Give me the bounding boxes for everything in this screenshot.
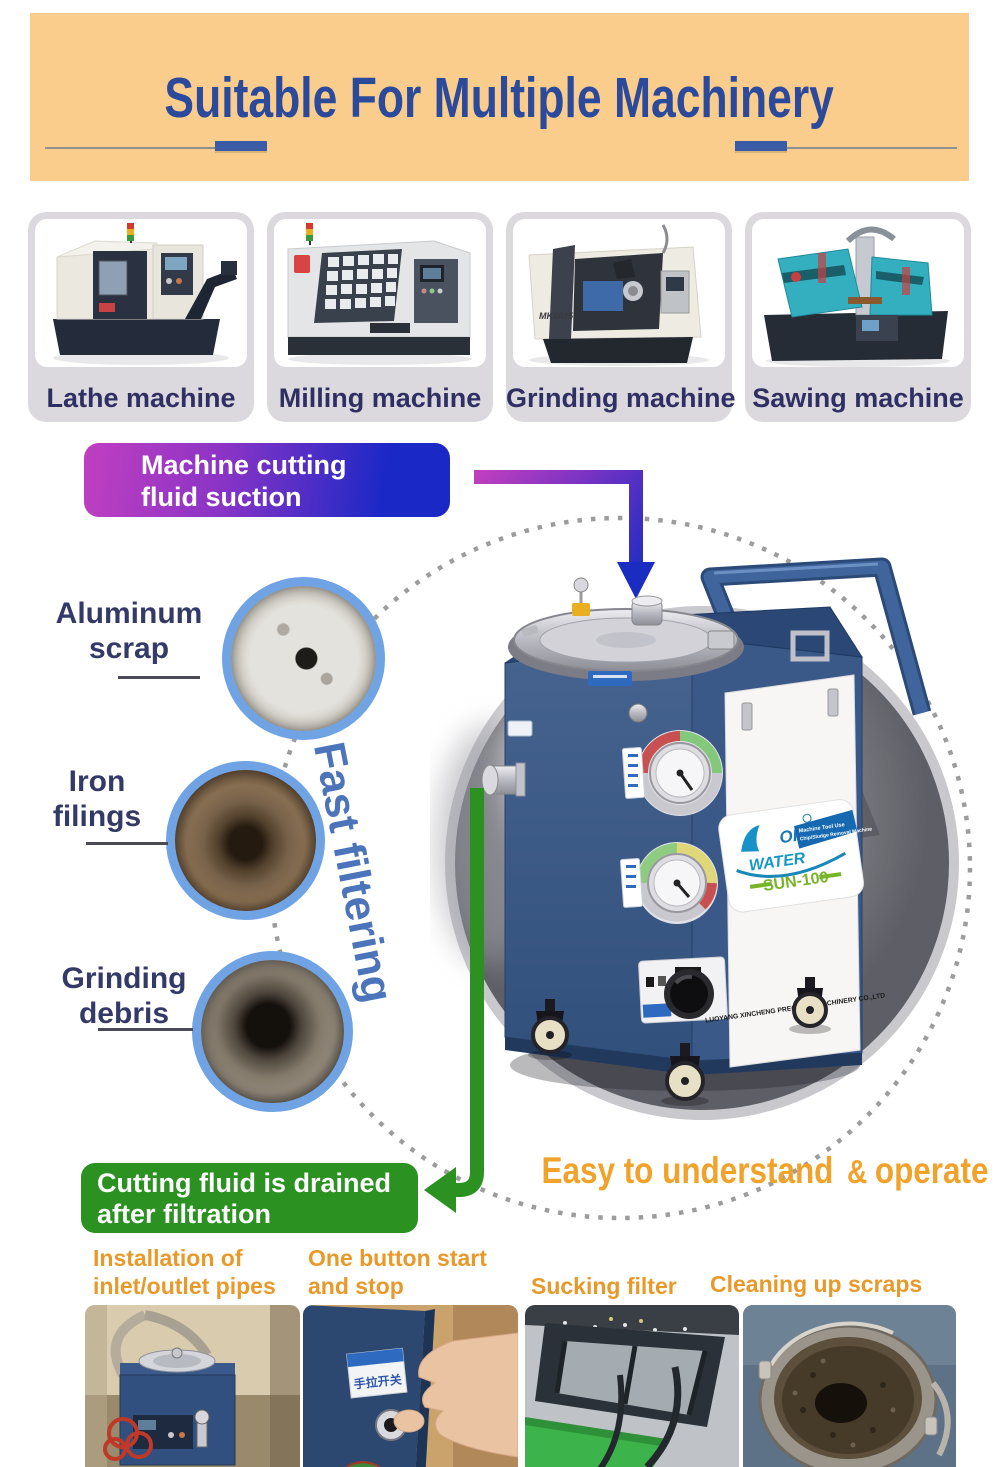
machine-card-grinding: MK6025 Grinding machine — [506, 212, 736, 422]
feature-photo-button: 手拉开关 — [303, 1305, 518, 1467]
headline-ampersand: & — [846, 1153, 868, 1190]
machine-card-label: Sawing machine — [752, 383, 964, 413]
sawing-machine-photo — [752, 219, 964, 367]
arrow-down-icon — [617, 562, 655, 599]
brand-ribbon — [794, 809, 858, 849]
control-knob — [638, 956, 728, 1024]
drain-banner: Cutting fluid is drained after filtratio… — [81, 1163, 418, 1233]
feature-photo-filter — [525, 1305, 739, 1467]
headline-part1: Easy to understand — [541, 1150, 834, 1191]
caster-wheel — [789, 977, 831, 1034]
feature-photo-scraps — [743, 1305, 956, 1467]
header-dash-right — [735, 141, 787, 151]
drain-banner-line2: after filtration — [97, 1199, 272, 1229]
label-underline — [118, 676, 200, 679]
hand — [418, 1332, 518, 1458]
machine-card-lathe: Lathe machine — [28, 212, 254, 422]
feature-label-button: One button start and stop — [308, 1245, 487, 1299]
lathe-machine-photo — [35, 219, 247, 367]
suction-banner-line2: fluid suction — [141, 482, 302, 512]
pressure-gauge-2 — [636, 842, 718, 924]
easy-headline: Easy to understand & operate — [542, 1150, 989, 1192]
suction-banner: Machine cutting fluid suction — [84, 443, 450, 517]
caster-wheel — [528, 999, 572, 1060]
label-underline — [98, 1028, 193, 1031]
suction-banner-line1: Machine cutting — [141, 450, 347, 480]
brand-sticker: OIL WATER Machine Tool Use Chip/Sludge R… — [718, 799, 873, 913]
bucket-handle — [930, 1381, 951, 1457]
flow-dashed-circle — [267, 515, 973, 1221]
debris-photo-aluminum-scrap — [222, 577, 385, 740]
label-underline — [86, 842, 168, 845]
suction-flow-arrow — [474, 470, 643, 566]
machine-card-label: Lathe machine — [46, 383, 236, 413]
manual-switch-text: 手拉开关 — [353, 1372, 402, 1392]
grinding-machine-photo: MK6025 — [513, 219, 725, 367]
milling-machine-photo — [274, 219, 486, 367]
product-photo: OIL WATER Machine Tool Use Chip/Sludge R… — [435, 557, 959, 1120]
manual-switch-sticker: 手拉开关 — [346, 1347, 408, 1399]
drain-banner-line1: Cutting fluid is drained — [97, 1168, 391, 1198]
machine-card-sawing: Sawing machine — [745, 212, 971, 422]
grinding-model-text: MK6025 — [539, 311, 574, 321]
side-inlet-fitting — [481, 762, 526, 797]
debris-label-aluminum-scrap: Aluminum scrap — [55, 597, 203, 665]
header-underline-right — [787, 147, 957, 149]
header-banner: Suitable For Multiple Machinery — [30, 13, 969, 181]
feature-label-scraps: Cleaning up scraps — [710, 1271, 923, 1297]
debris-label-grinding-debris: Grinding debris — [61, 962, 187, 1030]
headline-part2: operate — [874, 1150, 989, 1191]
machine-card-label: Milling machine — [278, 383, 482, 413]
debris-photo-grinding-debris — [192, 951, 353, 1112]
page-title: Suitable For Multiple Machinery — [164, 66, 835, 130]
feature-label-pipes: Installation of inlet/outlet pipes — [93, 1245, 276, 1299]
debris-photo-iron-filings — [166, 761, 325, 920]
machine-card-milling: Milling machine — [267, 212, 493, 422]
machine-card-label: Grinding machine — [506, 383, 736, 413]
header-underline-left — [45, 147, 215, 149]
debris-label-iron-filings: Iron filings — [52, 765, 142, 833]
header-dash-left — [215, 141, 267, 151]
valve-fitting — [572, 603, 590, 616]
feature-photo-pipes — [85, 1305, 300, 1467]
steel-button — [628, 703, 648, 723]
top-handle — [790, 630, 830, 662]
caster-wheel — [661, 1043, 709, 1106]
feature-label-filter: Sucking filter — [531, 1273, 677, 1299]
pressure-gauge-1 — [637, 730, 723, 816]
